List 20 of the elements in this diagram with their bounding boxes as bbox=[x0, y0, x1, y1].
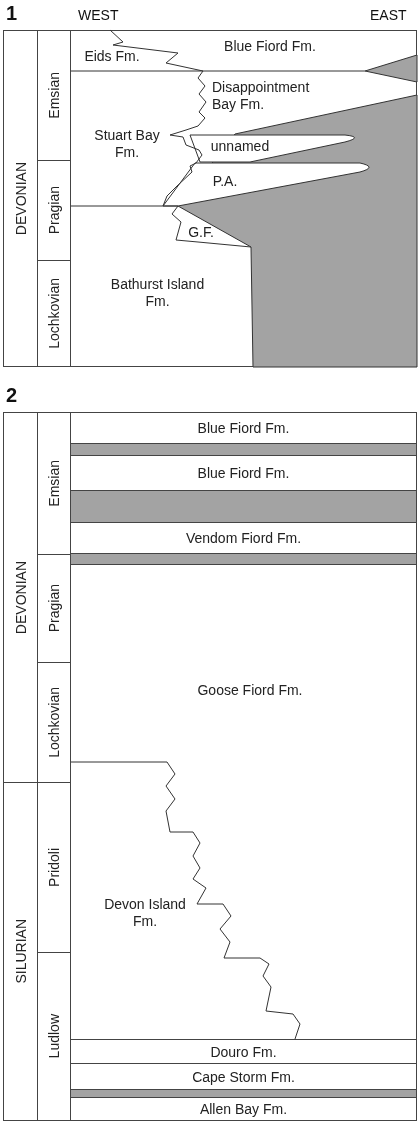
formation-label: Blue Fiord Fm. bbox=[200, 36, 340, 58]
formation-label: P.A. bbox=[208, 173, 242, 191]
direction-label: EAST bbox=[370, 7, 407, 23]
shale-band bbox=[70, 490, 417, 523]
formation-label: Goose Fiord Fm. bbox=[180, 680, 320, 702]
formation-label: Devon Island Fm. bbox=[100, 892, 190, 934]
formation-band: Allen Bay Fm. bbox=[70, 1097, 417, 1121]
figure-number: 1 bbox=[6, 2, 18, 25]
formation-label: G.F. bbox=[186, 225, 216, 241]
formation-label: Eids Fm. bbox=[76, 47, 148, 67]
direction-label: WEST bbox=[78, 7, 119, 23]
period-column: SILURIAN bbox=[3, 782, 38, 1121]
figure-number: 2 bbox=[6, 384, 18, 407]
formation-label: Bathurst Island Fm. bbox=[100, 272, 215, 314]
shale-band bbox=[70, 553, 417, 565]
period-column: DEVONIAN bbox=[3, 30, 38, 367]
formation-label: Stuart Bay Fm. bbox=[92, 124, 162, 164]
period-column: DEVONIAN bbox=[3, 412, 38, 783]
formation-label: Disappointment Bay Fm. bbox=[212, 74, 332, 118]
formation-band: Blue Fiord Fm. bbox=[70, 412, 417, 444]
